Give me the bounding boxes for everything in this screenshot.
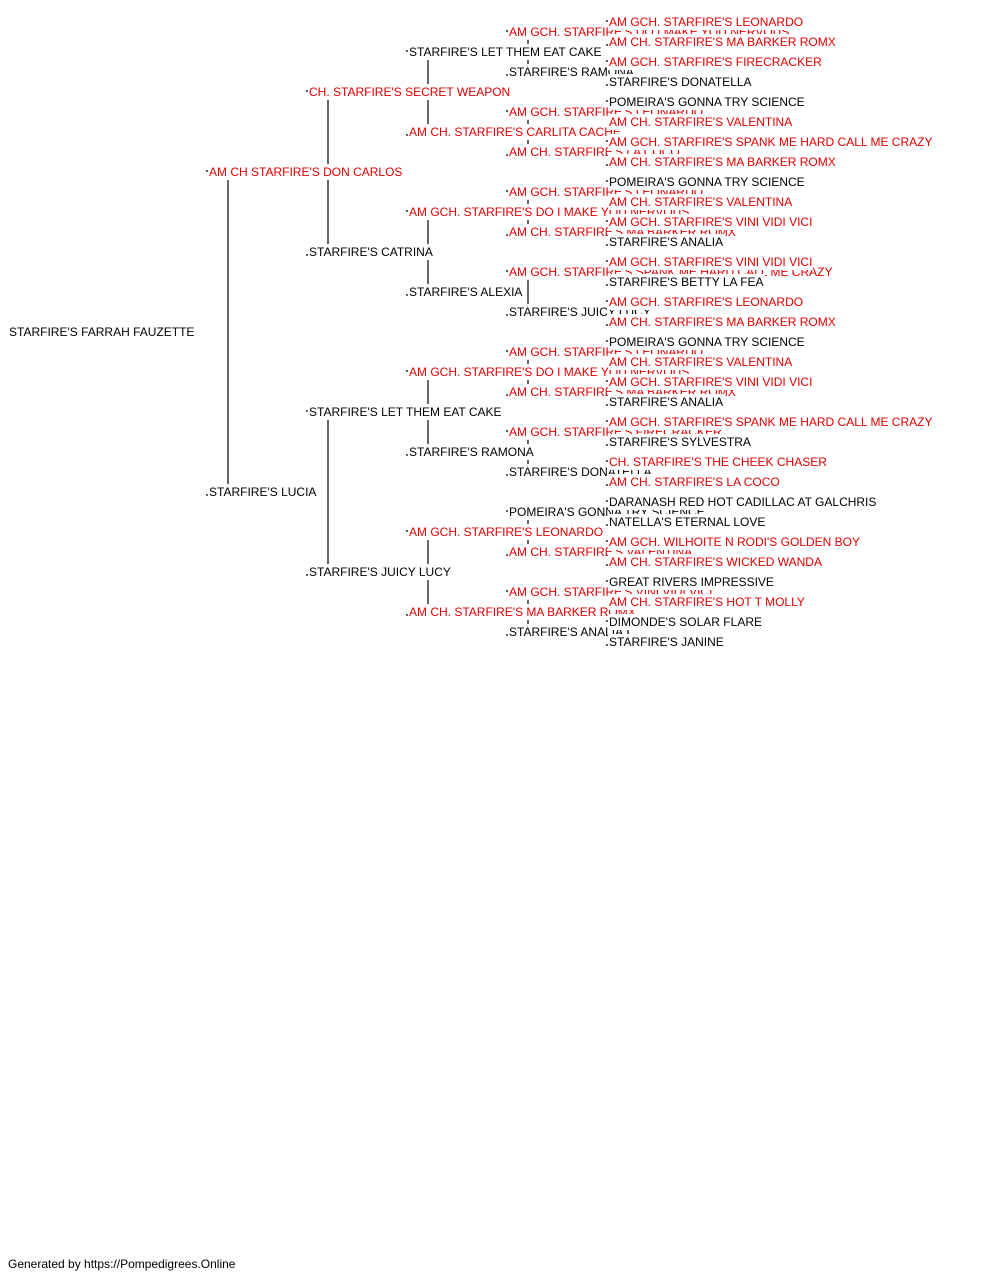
pedigree-dog-name: DARANASH RED HOT CADILLAC AT GALCHRIS xyxy=(608,494,878,510)
pedigree-dog-name: DIMONDE'S SOLAR FLARE xyxy=(608,614,763,630)
pedigree-dog-name: STARFIRE'S ANALIA xyxy=(608,394,725,410)
pedigree-dog-name: AM CH. STARFIRE'S MA BARKER ROMX xyxy=(608,154,837,170)
pedigree-dog-name: AM CH. STARFIRE'S MA BARKER ROMX xyxy=(608,34,837,50)
pedigree-dog-name: AM GCH. STARFIRE'S LEONARDO xyxy=(608,294,805,310)
generated-by-footer: Generated by https://Pompedigrees.Online xyxy=(8,1257,236,1271)
pedigree-dog-name: STARFIRE'S SYLVESTRA xyxy=(608,434,752,450)
pedigree-dog-name: STARFIRE'S ANALIA xyxy=(608,234,725,250)
pedigree-dog-name: STARFIRE'S LET THEM EAT CAKE xyxy=(308,404,503,420)
pedigree-dog-name: STARFIRE'S RAMONA xyxy=(408,444,535,460)
pedigree-dog-name: AM GCH. STARFIRE'S LEONARDO xyxy=(608,14,805,30)
pedigree-dog-name: AM CH. STARFIRE'S VALENTINA xyxy=(608,354,794,370)
pedigree-dog-name: AM GCH. STARFIRE'S LEONARDO xyxy=(408,524,605,540)
pedigree-dog-name: STARFIRE'S DONATELLA xyxy=(608,74,753,90)
pedigree-dog-name: STARFIRE'S JUICY LUCY xyxy=(308,564,452,580)
pedigree-dog-name: AM CH. STARFIRE'S CARLITA CACHE xyxy=(408,124,622,140)
pedigree-dog-name: STARFIRE'S FARRAH FAUZETTE xyxy=(8,324,196,340)
pedigree-dog-name: STARFIRE'S BETTY LA FEA xyxy=(608,274,765,290)
pedigree-dog-name: POMEIRA'S GONNA TRY SCIENCE xyxy=(608,334,806,350)
pedigree-dog-name: AM CH. STARFIRE'S WICKED WANDA xyxy=(608,554,823,570)
pedigree-dog-name: STARFIRE'S ALEXIA xyxy=(408,284,524,300)
pedigree-dog-name: AM GCH. STARFIRE'S SPANK ME HARD CALL ME… xyxy=(608,134,934,150)
pedigree-dog-name: AM GCH. STARFIRE'S FIRECRACKER xyxy=(608,54,823,70)
pedigree-dog-name: NATELLA'S ETERNAL LOVE xyxy=(608,514,767,530)
pedigree-dog-name: STARFIRE'S CATRINA xyxy=(308,244,434,260)
pedigree-dog-name: AM GCH. STARFIRE'S VINI VIDI VICI xyxy=(608,214,814,230)
pedigree-dog-name: POMEIRA'S GONNA TRY SCIENCE xyxy=(608,94,806,110)
pedigree-dog-name: AM GCH. STARFIRE'S VINI VIDI VICI xyxy=(608,374,814,390)
pedigree-dog-name: AM CH STARFIRE'S DON CARLOS xyxy=(208,164,404,180)
pedigree-dog-name: STARFIRE'S LUCIA xyxy=(208,484,318,500)
pedigree-dog-name: AM CH. STARFIRE'S LA COCO xyxy=(608,474,781,490)
pedigree-dog-name: STARFIRE'S RAMONA xyxy=(508,64,635,80)
pedigree-dog-name: AM GCH. STARFIRE'S VINI VIDI VICI xyxy=(608,254,814,270)
pedigree-dog-name: AM CH. STARFIRE'S MA BARKER ROMX xyxy=(608,314,837,330)
pedigree-dog-name: AM CH. STARFIRE'S VALENTINA xyxy=(608,114,794,130)
pedigree-dog-name: GREAT RIVERS IMPRESSIVE xyxy=(608,574,775,590)
pedigree-dog-name: CH. STARFIRE'S SECRET WEAPON xyxy=(308,84,512,100)
pedigree-dog-name: POMEIRA'S GONNA TRY SCIENCE xyxy=(608,174,806,190)
pedigree-dog-name: AM GCH. WILHOITE N RODI'S GOLDEN BOY xyxy=(608,534,861,550)
pedigree-dog-name: AM CH. STARFIRE'S MA BARKER ROMX xyxy=(408,604,637,620)
pedigree-dog-name: STARFIRE'S LET THEM EAT CAKE xyxy=(408,44,603,60)
pedigree-dog-name: CH. STARFIRE'S THE CHEEK CHASER xyxy=(608,454,828,470)
pedigree-dog-name: AM CH. STARFIRE'S VALENTINA xyxy=(608,194,794,210)
pedigree-dog-name: STARFIRE'S ANALIA xyxy=(508,624,625,640)
pedigree-dog-name: AM CH. STARFIRE'S HOT T MOLLY xyxy=(608,594,806,610)
pedigree-dog-name: STARFIRE'S JANINE xyxy=(608,634,725,650)
pedigree-dog-name: AM GCH. STARFIRE'S SPANK ME HARD CALL ME… xyxy=(608,414,934,430)
